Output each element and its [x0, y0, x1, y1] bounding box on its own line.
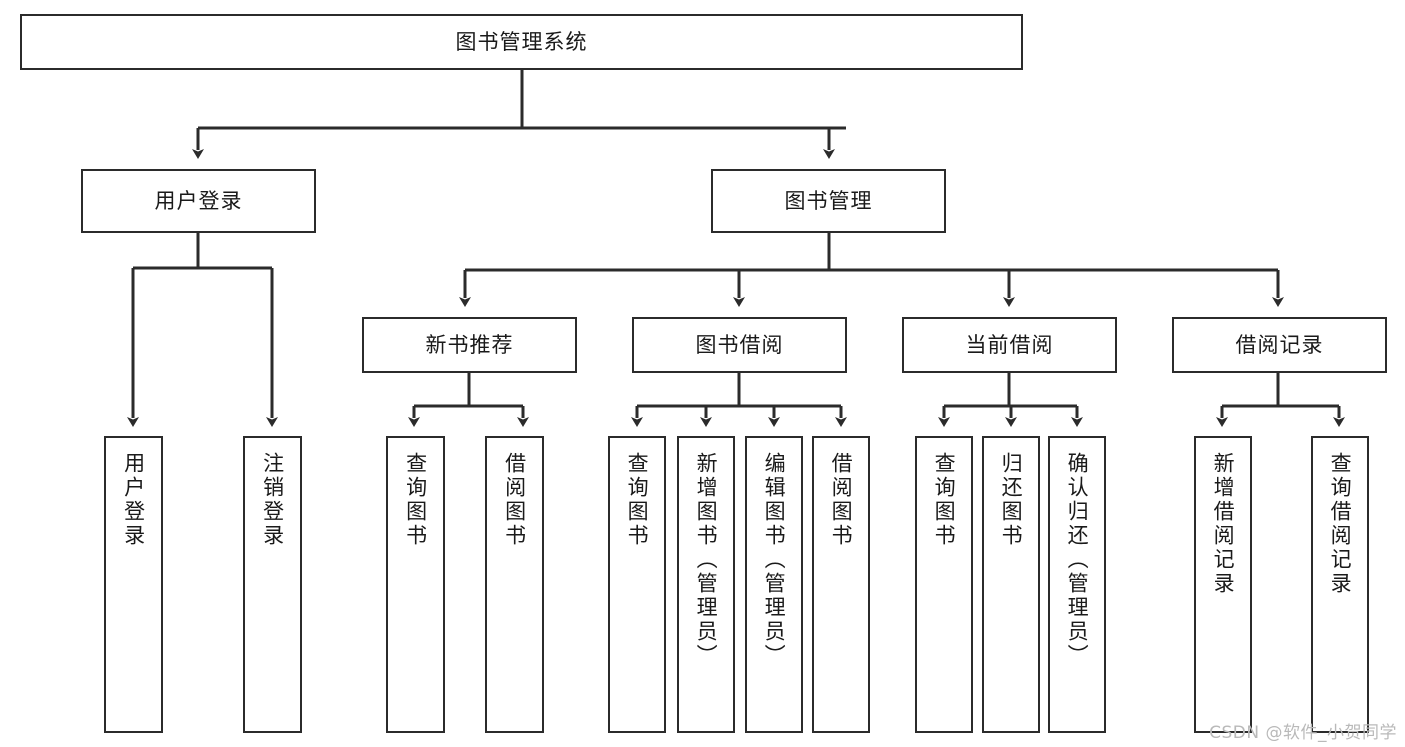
node-label: 新增借阅记录 — [1211, 452, 1236, 596]
node-label: 图书管理 — [784, 188, 873, 213]
node-label: 注销登录 — [260, 452, 285, 548]
node-label: 借阅记录 — [1235, 332, 1324, 357]
node-label: 查询图书 — [403, 452, 428, 548]
node-leaf-query-book-borrow[interactable]: 查询图书 — [608, 436, 666, 733]
node-leaf-add-book-admin[interactable]: 新增图书（管理员） — [677, 436, 735, 733]
node-label: 查询借阅记录 — [1328, 452, 1353, 596]
node-label: 编辑图书（管理员） — [762, 452, 787, 668]
node-label: 查询图书 — [932, 452, 957, 548]
node-leaf-confirm-return-admin[interactable]: 确认归还（管理员） — [1048, 436, 1106, 733]
node-label: 图书管理系统 — [455, 29, 588, 54]
node-label: 图书借阅 — [695, 332, 784, 357]
node-label: 用户登录 — [121, 452, 146, 548]
node-label: 新书推荐 — [425, 332, 514, 357]
node-borrow-record[interactable]: 借阅记录 — [1172, 317, 1387, 373]
node-leaf-add-borrow-record[interactable]: 新增借阅记录 — [1194, 436, 1252, 733]
node-book-borrow[interactable]: 图书借阅 — [632, 317, 847, 373]
node-current-borrow[interactable]: 当前借阅 — [902, 317, 1117, 373]
node-leaf-borrow-book[interactable]: 借阅图书 — [812, 436, 870, 733]
node-label: 借阅图书 — [502, 452, 527, 548]
node-leaf-edit-book-admin[interactable]: 编辑图书（管理员） — [745, 436, 803, 733]
node-label: 当前借阅 — [965, 332, 1054, 357]
node-leaf-query-book-current[interactable]: 查询图书 — [915, 436, 973, 733]
node-book-management-system[interactable]: 图书管理系统 — [20, 14, 1023, 70]
node-label: 查询图书 — [625, 452, 650, 548]
node-new-book-recommend[interactable]: 新书推荐 — [362, 317, 577, 373]
node-leaf-borrow-book-recommend[interactable]: 借阅图书 — [485, 436, 544, 733]
node-label: 新增图书（管理员） — [694, 452, 719, 668]
node-leaf-return-book[interactable]: 归还图书 — [982, 436, 1040, 733]
node-label: 用户登录 — [154, 188, 243, 213]
node-leaf-query-borrow-record[interactable]: 查询借阅记录 — [1311, 436, 1369, 733]
node-label: 确认归还（管理员） — [1065, 452, 1090, 668]
node-user-login[interactable]: 用户登录 — [81, 169, 316, 233]
node-label: 借阅图书 — [829, 452, 854, 548]
node-label: 归还图书 — [999, 452, 1024, 548]
node-leaf-user-login[interactable]: 用户登录 — [104, 436, 163, 733]
node-leaf-logout[interactable]: 注销登录 — [243, 436, 302, 733]
node-leaf-query-book-recommend[interactable]: 查询图书 — [386, 436, 445, 733]
node-book-management[interactable]: 图书管理 — [711, 169, 946, 233]
